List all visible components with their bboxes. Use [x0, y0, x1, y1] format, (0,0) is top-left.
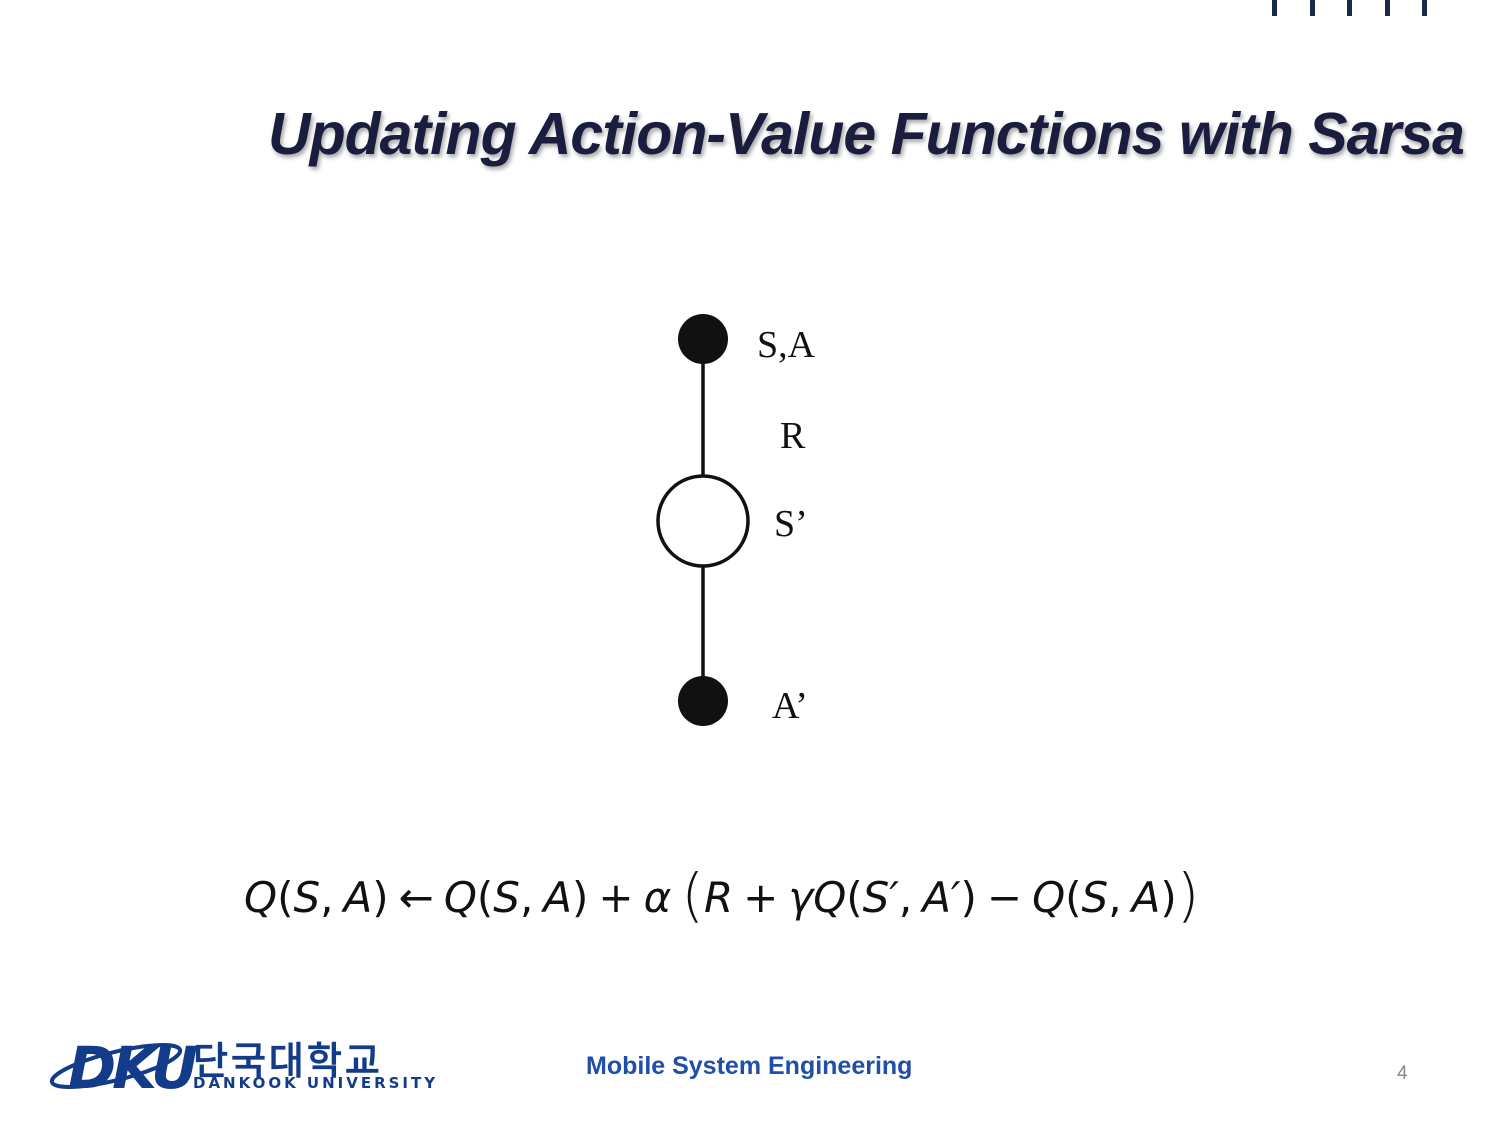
formula-term: A: [1131, 872, 1161, 922]
logo-mark-text: DKU: [68, 1034, 197, 1098]
formula-term: α: [643, 872, 672, 922]
formula-term: ←: [398, 872, 434, 922]
formula-term: S: [293, 872, 321, 922]
formula-term: (: [277, 872, 294, 922]
formula-term: S: [1081, 872, 1109, 922]
formula-term: A: [543, 872, 573, 922]
formula-term: A′: [922, 872, 961, 922]
formula-term: ): [1160, 872, 1177, 922]
formula-term: ): [1176, 861, 1200, 929]
action-node-sa: [678, 314, 728, 364]
tick-mark: [1310, 0, 1315, 16]
logo-korean-name: 단국대학교: [193, 1039, 383, 1083]
formula-term: S: [493, 872, 520, 922]
page-number: 4: [1397, 1063, 1408, 1084]
formula-term: ,: [898, 872, 913, 922]
formula-term: (: [681, 861, 704, 929]
top-decoration-ticks: [1262, 0, 1442, 22]
tick-mark: [1272, 0, 1277, 16]
formula-term: ,: [320, 872, 334, 922]
node-label-sa: S,A: [757, 324, 816, 366]
formula-term: ): [372, 872, 389, 922]
tick-mark: [1385, 0, 1390, 16]
edge-label-reward: R: [780, 415, 806, 457]
formula-term: Q: [1032, 872, 1066, 922]
formula-term: ): [960, 872, 977, 922]
formula-term: (: [846, 872, 863, 922]
sarsa-update-formula: Q ( S , A ) ← Q ( S , A ) + α ( R + γ Q …: [244, 862, 1254, 932]
dankook-university-logo: DKU: [49, 1034, 201, 1098]
formula-term: (: [1065, 872, 1082, 922]
node-label-a-prime: A’: [772, 685, 808, 727]
formula-term: γ: [788, 872, 814, 922]
formula-term: ,: [1108, 872, 1122, 922]
formula-term: ): [572, 872, 589, 922]
action-node-a-prime: [678, 676, 728, 726]
formula-term: A: [343, 872, 373, 922]
formula-term: ,: [519, 872, 534, 922]
logo-english-name: DANKOOK UNIVERSITY: [193, 1074, 439, 1092]
formula-term: (: [476, 872, 494, 922]
slide-title: Updating Action-Value Functions with Sar…: [268, 101, 1465, 167]
state-node-s-prime: [656, 474, 750, 568]
tick-mark: [1422, 0, 1427, 16]
formula-term: +: [598, 872, 634, 922]
node-label-s-prime: S’: [774, 503, 808, 545]
formula-term: Q: [813, 872, 847, 922]
tick-mark: [1347, 0, 1352, 16]
formula-term: R: [703, 872, 734, 922]
formula-term: Q: [244, 872, 278, 922]
formula-term: −: [986, 872, 1023, 922]
formula-term: Q: [443, 872, 477, 922]
formula-term: S′: [862, 872, 899, 922]
footer-course-title: Mobile System Engineering: [586, 1052, 913, 1080]
formula-term: +: [743, 872, 779, 922]
